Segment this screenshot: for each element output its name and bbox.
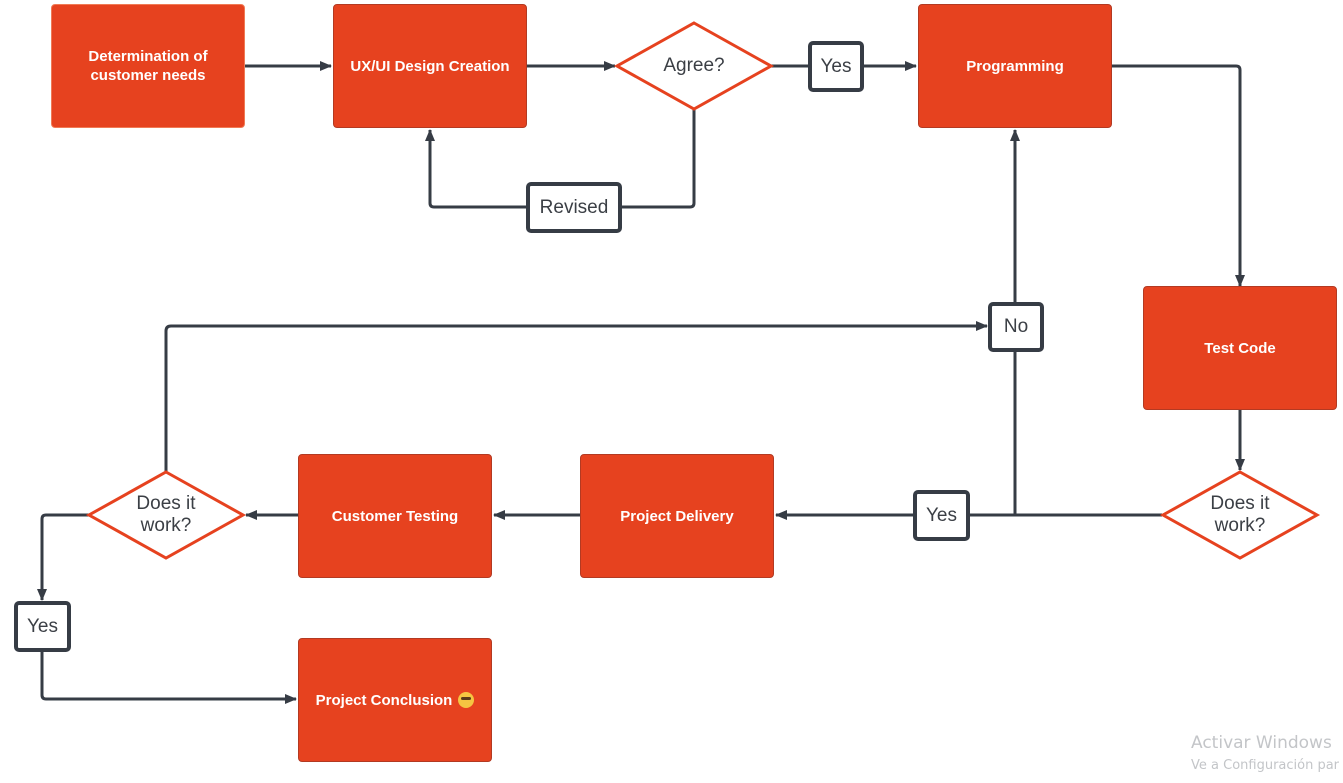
connector-agree-to-revised	[620, 109, 696, 209]
connector-revised-to-design	[425, 129, 527, 209]
does-it-work-right-label: Does it work?	[1210, 493, 1270, 536]
node-project-delivery-label: Project Delivery	[620, 507, 734, 525]
node-customer-testing-label: Customer Testing	[331, 507, 459, 525]
node-customer-needs-label: Determination of customer needs	[88, 48, 208, 84]
does-it-work-left-label: Does it work?	[136, 493, 196, 536]
watermark-subtitle: Ve a Configuración par	[1191, 758, 1340, 773]
connector-programming-to-test	[1112, 64, 1245, 287]
revised-label: Revised	[526, 182, 622, 233]
node-customer-testing: Customer Testing	[298, 454, 492, 578]
node-ux-ui-design: UX/UI Design Creation	[333, 4, 527, 128]
no-label: No	[988, 302, 1044, 352]
node-test-code: Test Code	[1143, 286, 1337, 410]
node-project-delivery: Project Delivery	[580, 454, 774, 578]
does-it-work-diamond-left	[85, 470, 247, 560]
does-it-work-diamond-right	[1159, 470, 1321, 560]
connector-decision-to-no	[164, 321, 988, 472]
node-customer-needs: Determination of customer needs	[51, 4, 245, 128]
agree-diamond	[613, 21, 775, 111]
yes-label-test: Yes	[913, 490, 970, 541]
node-programming: Programming	[918, 4, 1112, 128]
yes-label-agree: Yes	[808, 41, 864, 92]
node-programming-label: Programming	[966, 57, 1064, 75]
face-emoji-icon	[458, 692, 475, 708]
node-project-conclusion-label: Project Conclusion	[315, 691, 453, 709]
node-test-code-label: Test Code	[1204, 339, 1276, 357]
node-project-conclusion: Project Conclusion	[298, 638, 492, 762]
yes-label-customer: Yes	[14, 601, 71, 652]
agree-diamond-label: Agree?	[663, 55, 725, 76]
connector-decision-to-yes	[37, 513, 89, 601]
node-ux-ui-design-label: UX/UI Design Creation	[350, 57, 510, 75]
connector-yes-to-conclusion	[40, 650, 297, 704]
watermark-title: Activar Windows	[1191, 733, 1332, 753]
